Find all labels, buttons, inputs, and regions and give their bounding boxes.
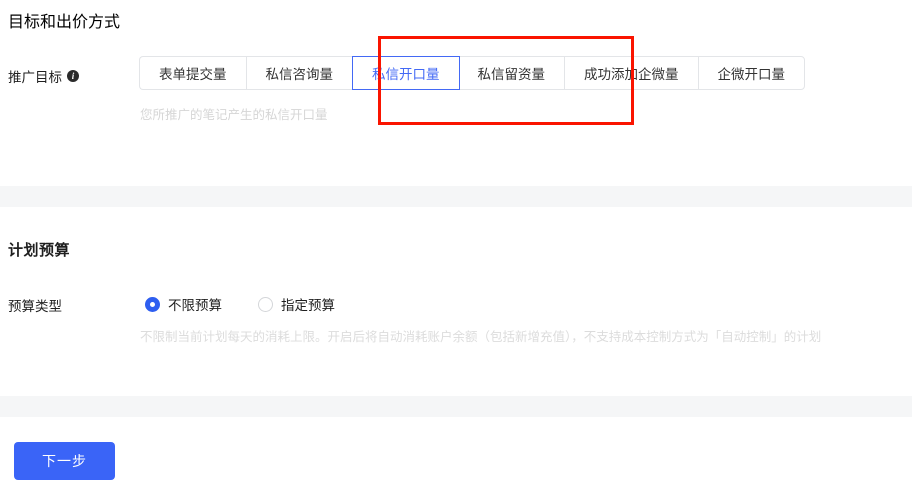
tab-5[interactable]: 企微开口量 xyxy=(697,56,805,90)
section-divider-band-1 xyxy=(0,186,912,207)
promotion-goal-hint: 您所推广的笔记产生的私信开口量 xyxy=(140,108,328,122)
promotion-goal-label-text: 推广目标 xyxy=(8,70,62,85)
budget-type-radio-group[interactable]: 不限预算 指定预算 xyxy=(145,294,335,314)
budget-option-label-0: 不限预算 xyxy=(168,298,222,313)
section-divider-band-2 xyxy=(0,396,912,417)
tab-4[interactable]: 成功添加企微量 xyxy=(564,56,698,90)
tab-1[interactable]: 私信咨询量 xyxy=(245,56,352,90)
info-icon[interactable]: i xyxy=(67,70,79,82)
tab-0[interactable]: 表单提交量 xyxy=(139,56,246,90)
promotion-goal-tabs[interactable]: 表单提交量私信咨询量私信开口量私信留资量成功添加企微量企微开口量 xyxy=(139,56,805,90)
promotion-goal-label: 推广目标 i xyxy=(8,66,79,86)
budget-type-label: 预算类型 xyxy=(8,295,62,315)
next-step-button[interactable]: 下一步 xyxy=(14,442,115,480)
budget-option-1[interactable]: 指定预算 xyxy=(258,294,335,314)
budget-type-label-text: 预算类型 xyxy=(8,299,62,314)
budget-option-0[interactable]: 不限预算 xyxy=(145,294,222,314)
radio-dot-1[interactable] xyxy=(258,296,273,312)
budget-type-description: 不限制当前计划每天的消耗上限。开启后将自动消耗账户余额（包括新增充值），不支持成… xyxy=(140,330,822,344)
tab-2[interactable]: 私信开口量 xyxy=(352,56,460,90)
budget-section-title: 计划预算 xyxy=(8,242,71,259)
radio-dot-0[interactable] xyxy=(145,296,160,312)
goal-section-title: 目标和出价方式 xyxy=(8,14,121,31)
tab-3[interactable]: 私信留资量 xyxy=(458,56,564,90)
budget-option-label-1: 指定预算 xyxy=(281,298,335,313)
